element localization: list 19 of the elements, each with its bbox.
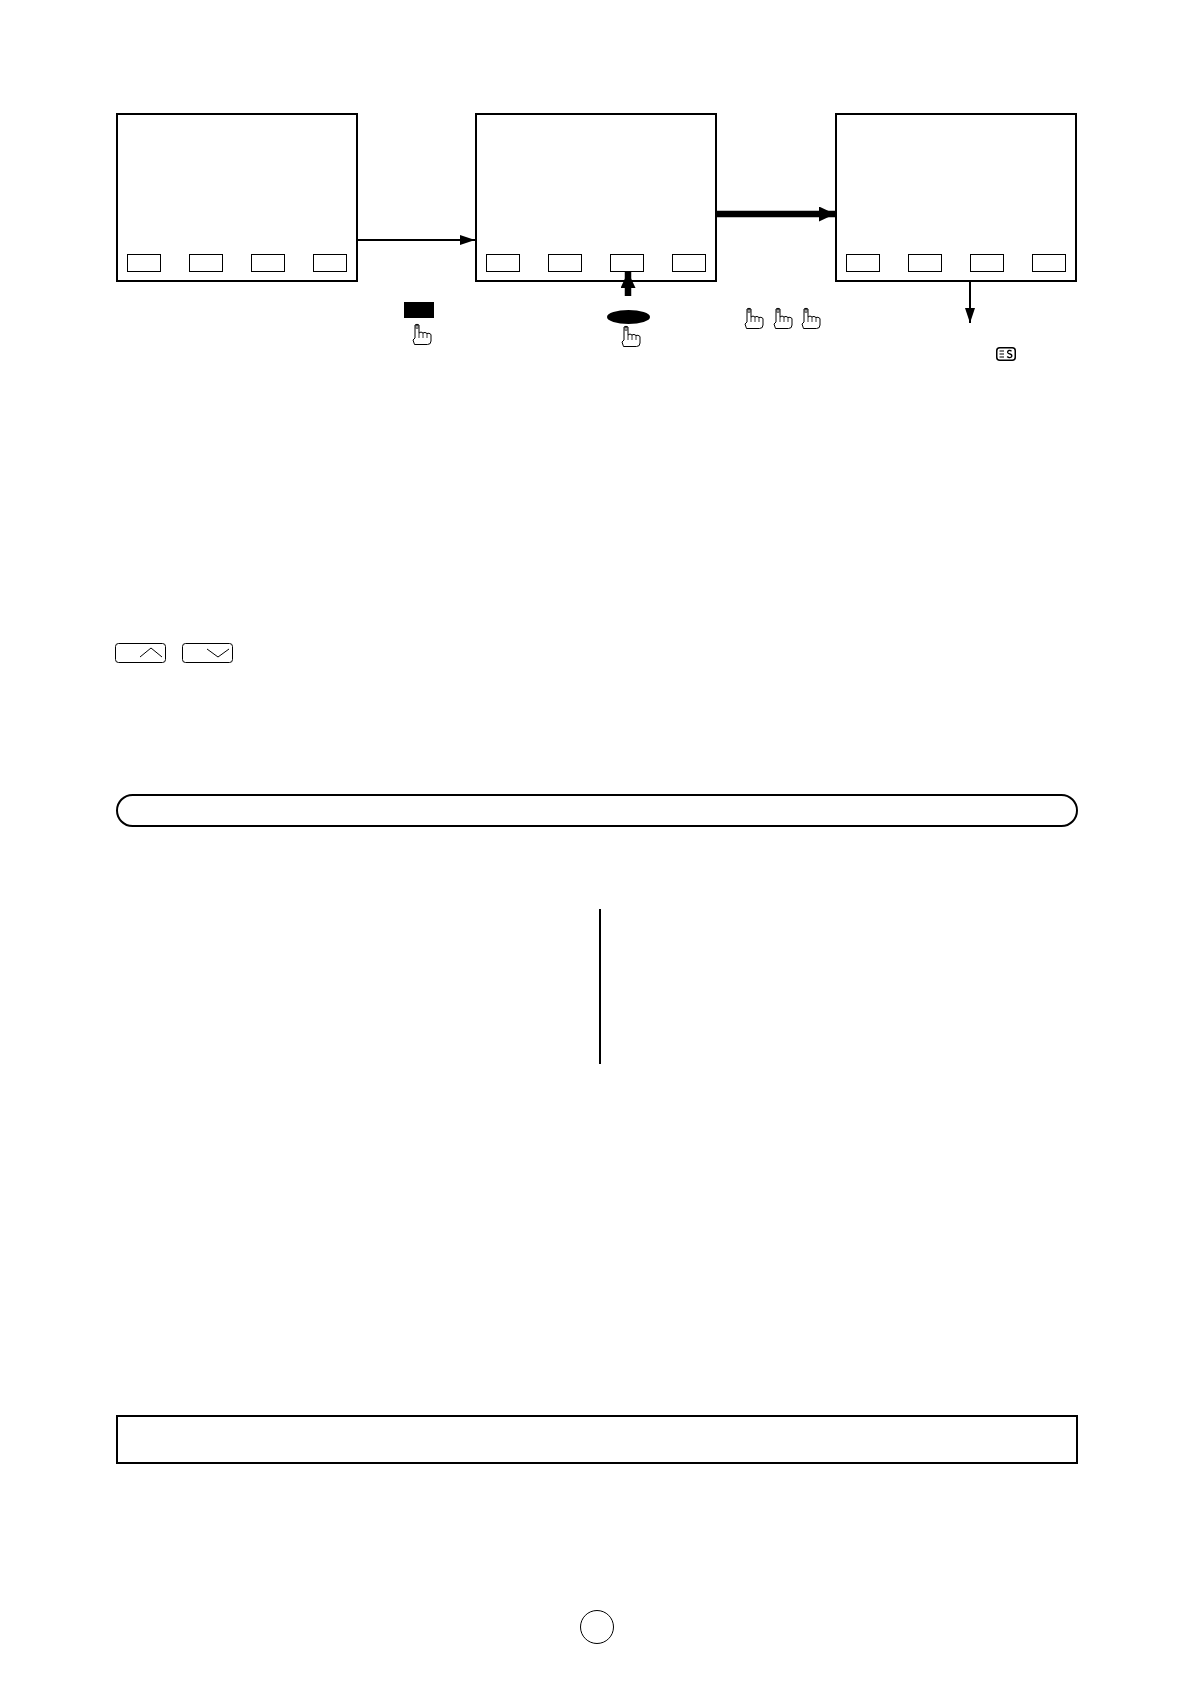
display-screen	[475, 113, 717, 282]
display-screen	[116, 113, 358, 282]
softkey	[610, 254, 644, 272]
heading-band	[116, 794, 1078, 827]
softkey	[672, 254, 706, 272]
softkey	[189, 254, 223, 272]
softkey	[908, 254, 942, 272]
softkey	[970, 254, 1004, 272]
note-box	[116, 1415, 1078, 1464]
softkey	[846, 254, 880, 272]
softkey	[548, 254, 582, 272]
display-screen	[835, 113, 1077, 282]
softkey	[251, 254, 285, 272]
softkey	[127, 254, 161, 272]
arrow	[357, 235, 476, 245]
softkey	[486, 254, 520, 272]
softkey	[1032, 254, 1066, 272]
softkey	[313, 254, 347, 272]
arrow	[965, 281, 975, 324]
